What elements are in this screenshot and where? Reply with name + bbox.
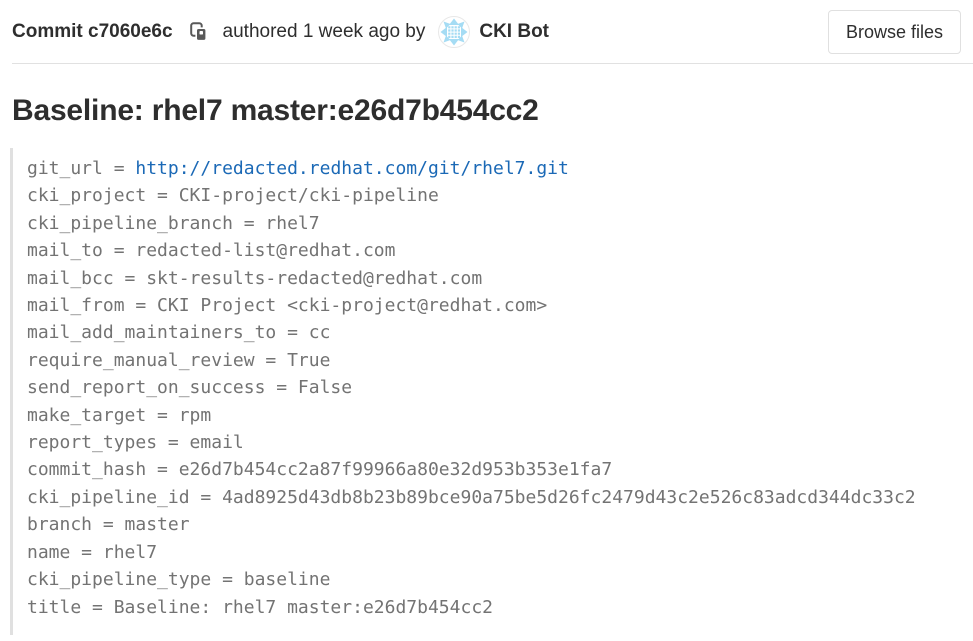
code-line: cki_project = CKI-project/cki-pipeline <box>27 185 439 207</box>
copy-to-clipboard-icon <box>187 20 211 44</box>
author-name[interactable]: CKI Bot <box>479 21 550 42</box>
commit-sha-label: Commit c7060e6c <box>12 21 173 42</box>
commit-title: Baseline: rhel7 master:e26d7b454cc2 <box>12 94 539 127</box>
copy-commit-sha-button[interactable] <box>187 20 211 44</box>
code-line: make_target = rpm <box>27 404 212 426</box>
code-line: cki_pipeline_branch = rhel7 <box>27 212 320 234</box>
code-line: send_report_on_success = False <box>27 377 353 399</box>
code-line-git-url: git_url = http://redacted.redhat.com/git… <box>27 155 973 182</box>
git-url-link[interactable]: http://redacted.redhat.com/git/rhel7.git <box>135 158 569 179</box>
code-line: cki_pipeline_id = 4ad8925d43db8b23b89bce… <box>27 486 916 508</box>
code-line: title = Baseline: rhel7 master:e26d7b454… <box>27 596 493 618</box>
code-lines: cki_project = CKI-project/cki-pipeline ck… <box>27 182 973 621</box>
code-line: mail_to = redacted-list@redhat.com <box>27 240 396 262</box>
code-line: name = rhel7 <box>27 541 158 563</box>
code-line: mail_from = CKI Project <cki-project@red… <box>27 295 548 317</box>
commit-header: Commit c7060e6c authored 1 week ago by C… <box>12 0 973 64</box>
authored-text: authored 1 week ago by <box>222 21 426 42</box>
code-line: require_manual_review = True <box>27 349 331 371</box>
browse-files-button[interactable]: Browse files <box>827 10 961 54</box>
code-line: branch = master <box>27 514 190 536</box>
commit-description: git_url = http://redacted.redhat.com/git… <box>10 148 973 635</box>
cki-bot-avatar[interactable] <box>438 16 471 48</box>
code-line: report_types = email <box>27 432 244 454</box>
code-line: commit_hash = e26d7b454cc2a87f99966a80e3… <box>27 459 613 481</box>
git-url-prefix: git_url = <box>27 158 136 179</box>
code-line: mail_bcc = skt-results-redacted@redhat.c… <box>27 267 483 289</box>
code-line: mail_add_maintainers_to = cc <box>27 322 331 344</box>
code-line: cki_pipeline_type = baseline <box>27 569 331 591</box>
